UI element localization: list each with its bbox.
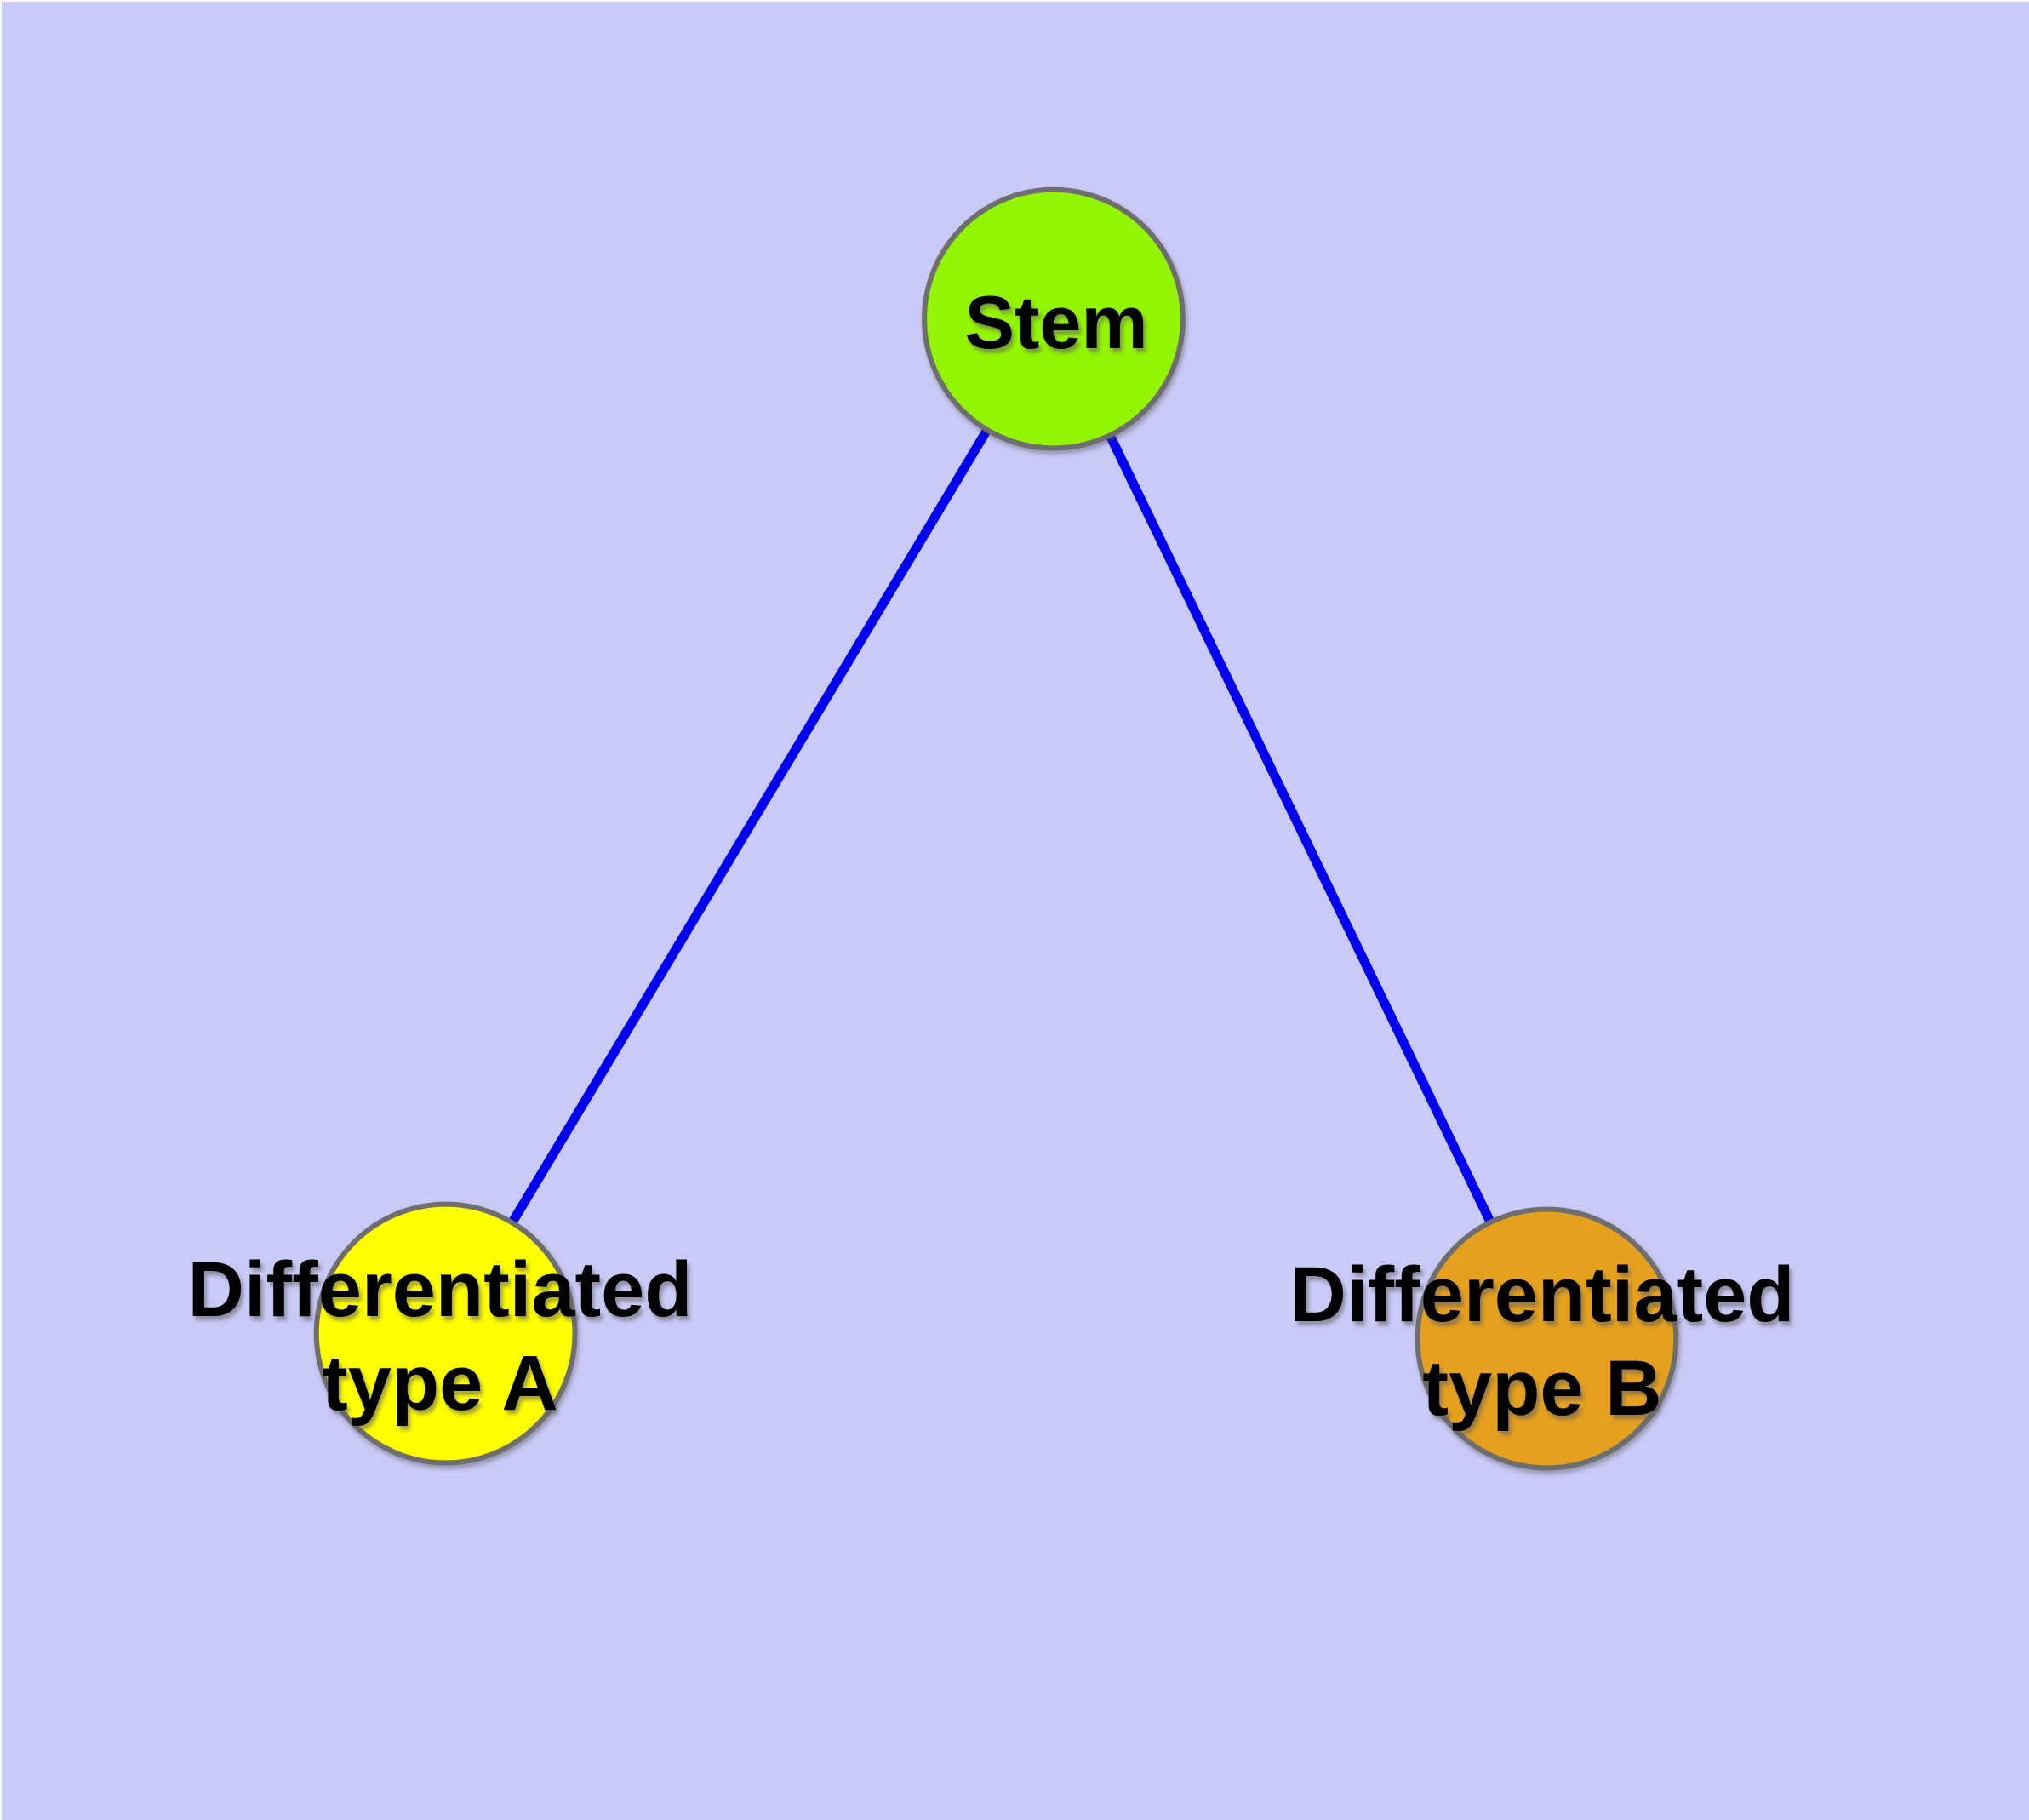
node-label-type-b-line1: Differentiated	[1289, 1251, 1795, 1338]
node-circle-stem	[922, 186, 1186, 451]
node-circle-type-a	[313, 1201, 578, 1466]
node-label-type-a: Differentiated type A	[188, 1243, 693, 1430]
node-label-type-a-line1: Differentiated	[187, 1246, 693, 1333]
node-label-type-b-line2: type B	[1422, 1345, 1662, 1432]
node-label-type-a-line2: type A	[322, 1340, 558, 1427]
node-label-type-b: Differentiated type B	[1290, 1248, 1795, 1435]
edge-stem-to-type-b	[1049, 317, 1552, 1341]
edge-stem-to-type-a	[441, 316, 1058, 1336]
node-label-stem-text: Stem	[964, 280, 1148, 364]
node-label-stem: Stem	[964, 276, 1147, 369]
node-circle-type-b	[1415, 1206, 1679, 1471]
